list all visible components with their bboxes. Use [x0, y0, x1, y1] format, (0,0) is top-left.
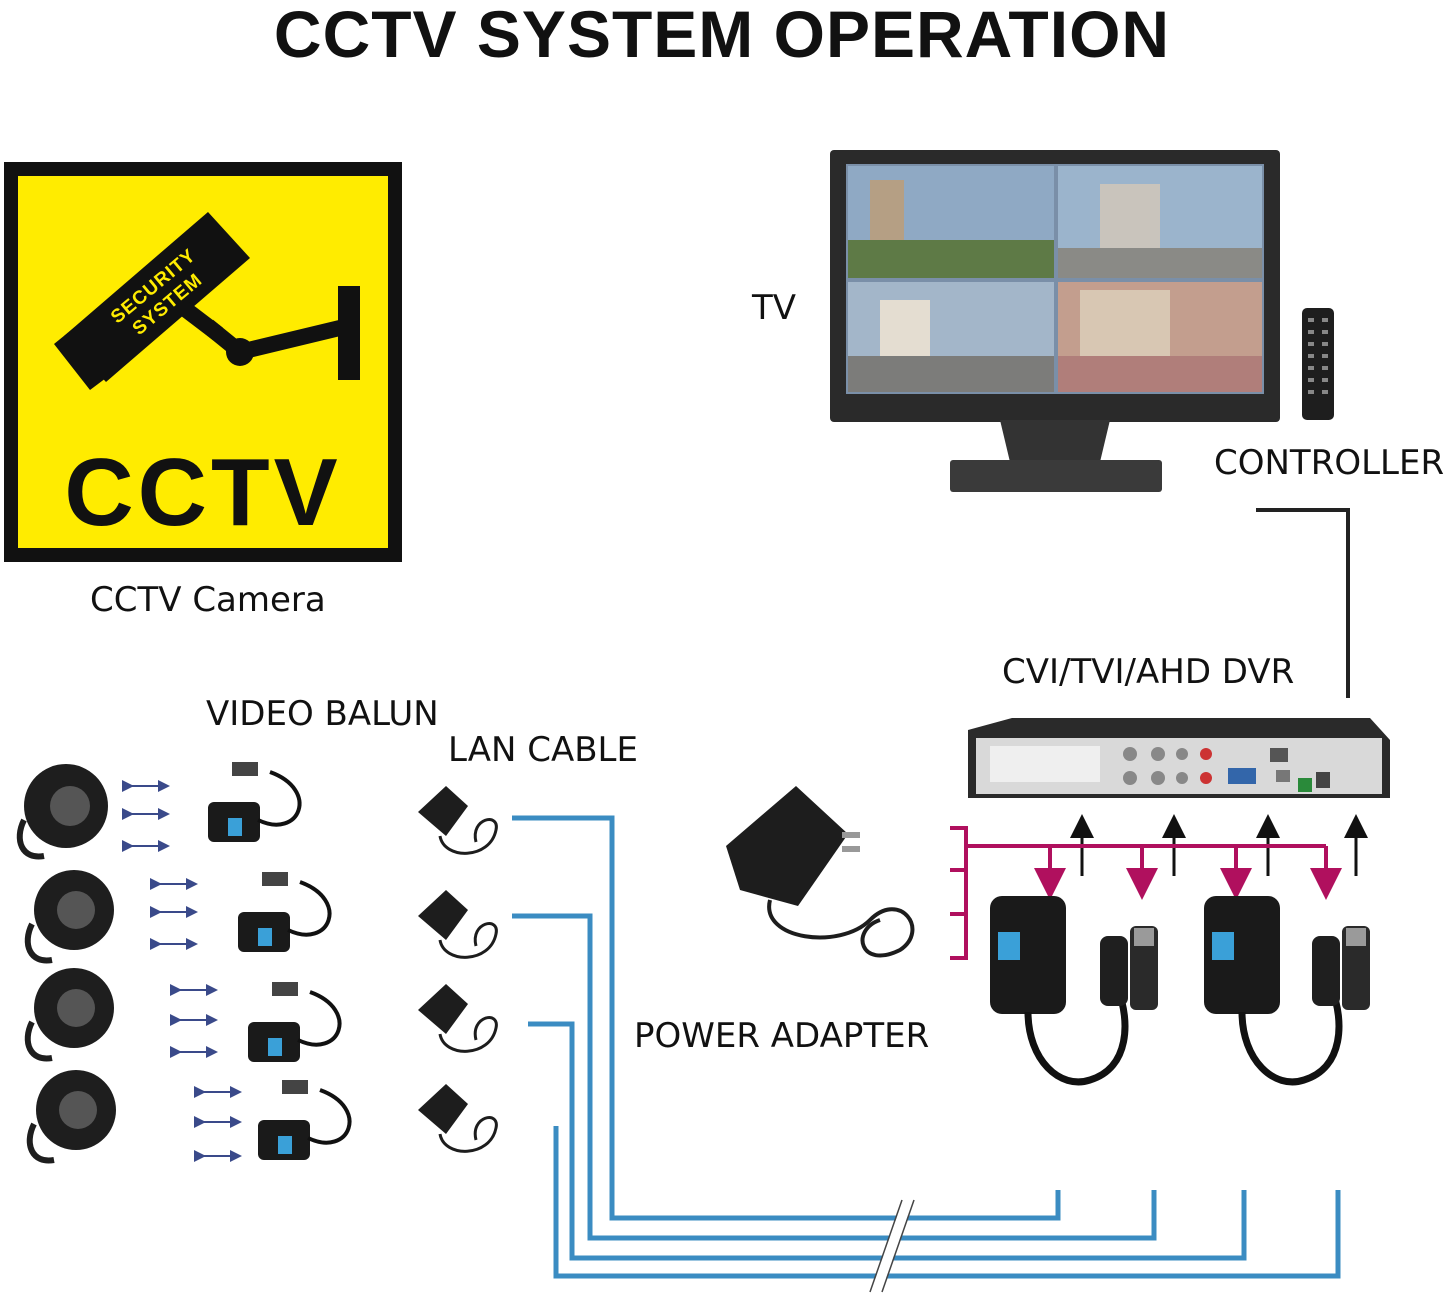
label-controller: CONTROLLER: [1214, 443, 1444, 483]
sign-text-cctv: CCTV: [64, 439, 342, 546]
cctv-sign: SECURITY SYSTEM CCTV: [4, 162, 402, 562]
video-balun-icon: [990, 896, 1158, 1086]
signal-lines: [950, 826, 1342, 960]
label-lan-cable: LAN CABLE: [448, 730, 638, 770]
cable-break-mark: [871, 1198, 913, 1294]
dvr-input-arrows: [1070, 814, 1368, 876]
power-adapter-icon: [418, 890, 498, 959]
security-camera-icon: [54, 212, 360, 390]
power-adapter-icon: [418, 786, 498, 855]
dome-camera-icon: [26, 1070, 116, 1164]
video-balun-icon: [258, 1080, 352, 1160]
monitor-icon: [830, 150, 1280, 492]
dome-camera-icon: [24, 968, 114, 1062]
lan-cables: [512, 815, 1341, 1279]
remote-control-icon: [1302, 308, 1334, 420]
sign-background: SECURITY SYSTEM CCTV: [18, 176, 388, 548]
power-adapter-icon: [726, 786, 915, 958]
label-dvr: CVI/TVI/AHD DVR: [1002, 652, 1295, 692]
cable-break-outline: [869, 1199, 915, 1293]
video-balun-icon: [208, 762, 302, 842]
controller-cable: [1256, 508, 1350, 698]
label-video-balun: VIDEO BALUN: [206, 694, 439, 734]
label-cctv-camera: CCTV Camera: [90, 580, 326, 620]
dvr-icon: [968, 718, 1390, 798]
power-adapter-icon: [418, 1084, 498, 1153]
video-balun-icon: [238, 872, 332, 952]
dome-camera-icon: [16, 764, 108, 860]
diagram-title: CCTV SYSTEM OPERATION: [273, 0, 1171, 71]
power-adapter-icon: [418, 984, 498, 1053]
dome-camera-icon: [24, 870, 114, 964]
video-balun-icon: [1204, 896, 1370, 1086]
camera-balun-arrows: [122, 780, 242, 1162]
label-power-adapter: POWER ADAPTER: [634, 1016, 930, 1056]
label-tv: TV: [752, 288, 797, 328]
video-balun-icon: [248, 982, 342, 1062]
